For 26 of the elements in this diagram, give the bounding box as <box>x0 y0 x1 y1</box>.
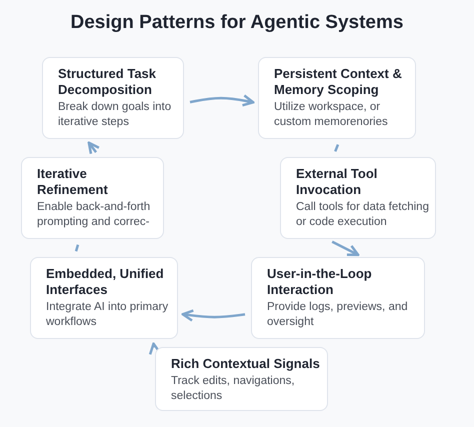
card-heading: Rich Contextual Signals <box>171 356 321 372</box>
card-description: Break down goals into iterative steps <box>58 100 172 130</box>
card-heading: Iterative Refinement <box>37 166 109 198</box>
pattern-card <box>42 57 184 139</box>
card-description: Enable back-and-forth prompting and correc- <box>37 200 152 230</box>
card-heading: User-in-the-Loop Interaction <box>267 266 373 298</box>
card-heading: Persistent Context & Memory Scoping <box>274 66 403 98</box>
pattern-card <box>155 347 328 411</box>
card-description: Call tools for data fetching or code execution <box>296 200 429 230</box>
card-description: Utilize workspace, or custom memorenories <box>274 100 389 130</box>
arrow <box>332 240 360 256</box>
pattern-card <box>21 157 164 239</box>
card-heading: Structured Task Decomposition <box>58 66 158 98</box>
pattern-card <box>280 157 436 239</box>
card-description: Provide logs, previews, and oversight <box>267 300 409 330</box>
pattern-card <box>30 257 178 339</box>
arrow <box>190 94 254 107</box>
card-heading: External Tool Invocation <box>296 166 378 198</box>
diagram-title: Design Patterns for Agentic Systems <box>70 12 404 34</box>
arrow <box>182 309 246 322</box>
card-heading: Embedded, Unified Interfaces <box>46 266 165 298</box>
arrow <box>88 142 100 156</box>
card-description: Track edits, navigations, selections <box>171 374 296 404</box>
pattern-card <box>258 57 416 139</box>
card-description: Integrate AI into primary workflows <box>46 300 170 330</box>
pattern-card <box>251 257 425 339</box>
